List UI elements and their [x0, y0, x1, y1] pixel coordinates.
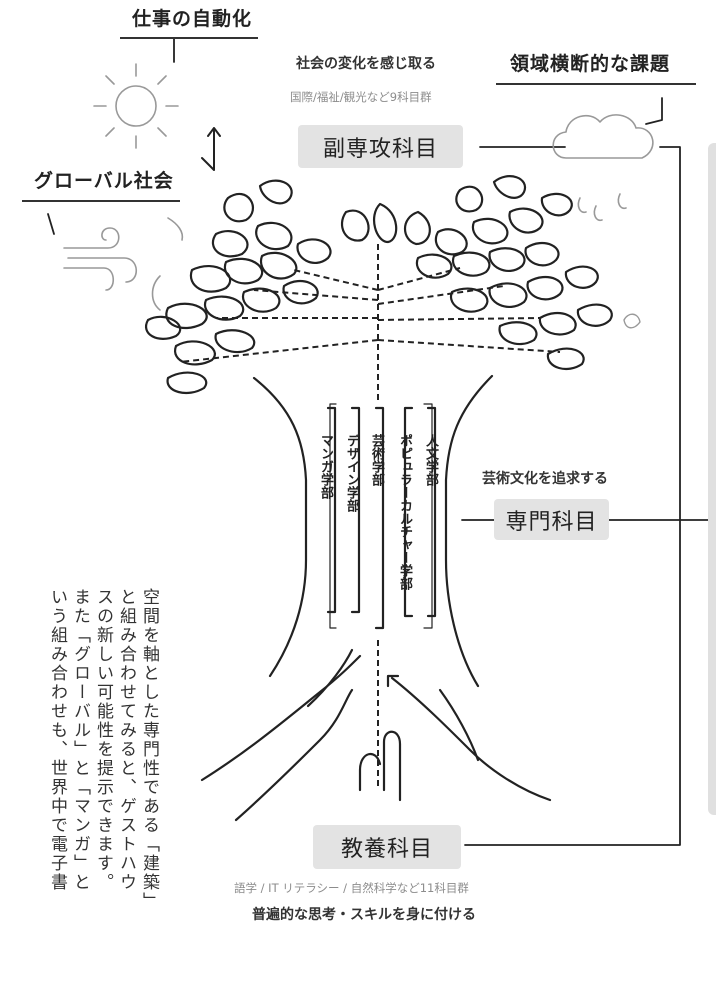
automation-label: 仕事の自動化 [132, 8, 253, 30]
leaf [508, 207, 544, 234]
minor-caption: 社会の変化を感じ取る [296, 56, 436, 72]
branch [377, 317, 541, 321]
leaf [214, 329, 256, 354]
bracket-manga [326, 406, 337, 614]
leaf [449, 287, 489, 313]
leaf [546, 347, 585, 371]
liberal-subject-box: 教養科目 [313, 825, 461, 869]
leaf [166, 371, 208, 395]
leaf [241, 287, 281, 313]
branch [179, 339, 379, 363]
leaf [145, 315, 182, 340]
branch [377, 267, 461, 291]
leaf [538, 312, 577, 336]
leaf [524, 242, 560, 267]
rain-drop-icon [623, 313, 641, 329]
major-subject-label: 専門科目 [505, 509, 598, 535]
root-j [382, 730, 402, 802]
growth-arrow [201, 127, 221, 171]
leaf [203, 295, 245, 321]
faculty-pop-culture: ポピュラーカルチャー学部 [397, 434, 412, 590]
leaf [223, 192, 254, 223]
branch [253, 289, 379, 301]
cloud-icon [552, 114, 654, 222]
bracket-geijutsu [374, 406, 385, 630]
root-hook [358, 753, 382, 792]
root-left-2 [234, 688, 354, 822]
branch [377, 339, 561, 353]
leaf [492, 175, 527, 199]
leaf [540, 192, 573, 217]
leaf [403, 210, 431, 246]
leaf [258, 179, 293, 205]
pointer-global [47, 213, 55, 235]
global-society-label: グローバル社会 [34, 170, 174, 192]
trunk-right [444, 374, 494, 688]
root-curl-left [306, 648, 354, 708]
leaf [296, 238, 332, 264]
bracket-outer [329, 403, 433, 629]
leaf [471, 217, 509, 245]
faculty-jinbun: 人文学部 [423, 434, 438, 486]
leaf [415, 253, 453, 279]
faculty-design: デザイン学部 [344, 434, 359, 512]
root-right-3 [386, 674, 400, 688]
leaf [259, 251, 298, 280]
cross-domain-underline [496, 83, 696, 85]
sun-icon [93, 63, 179, 149]
cross-domain-label: 領域横断的な課題 [510, 53, 671, 75]
leaf [455, 185, 484, 213]
leaf [451, 251, 491, 277]
liberal-subject-label: 教養科目 [340, 837, 433, 862]
trunk-left [252, 376, 308, 678]
faculty-geijutsu: 芸術学部 [369, 434, 384, 486]
leaf [488, 282, 528, 308]
leaf [340, 209, 370, 242]
bracket-design [350, 406, 361, 614]
bracket-pop [403, 406, 414, 618]
leaf [372, 202, 398, 244]
minor-detail: 国際/福祉/観光など9科目群 [290, 90, 432, 104]
branch [293, 269, 379, 291]
branch [377, 285, 505, 305]
minor-subject-label: 副専攻科目 [322, 136, 438, 162]
leaf [173, 340, 216, 366]
leaf [255, 221, 293, 251]
root-left [200, 654, 362, 782]
leaf [282, 280, 319, 305]
root-right-2 [438, 688, 480, 762]
automation-underline [120, 37, 258, 39]
major-caption: 芸術文化を追求する [482, 471, 608, 487]
global-society-underline [22, 200, 180, 202]
root-right-1 [390, 676, 552, 802]
leaf [434, 228, 468, 256]
leaf [211, 230, 249, 258]
leaf [189, 264, 232, 293]
liberal-detail: 語学 / IT リテラシー / 自然科学など11科目群 [234, 881, 469, 895]
connector-minor-right [464, 146, 681, 846]
leaf [165, 302, 208, 329]
minor-subject-box: 副専攻科目 [298, 125, 463, 168]
liberal-caption: 普遍的な思考・スキルを身に付ける [252, 907, 476, 923]
faculty-manga: マンガ学部 [318, 434, 333, 499]
leaf [526, 276, 564, 301]
side-panel [708, 143, 716, 815]
leaf [564, 265, 599, 289]
major-subject-box: 専門科目 [494, 499, 609, 540]
leaf [223, 257, 264, 285]
leaf [488, 247, 526, 272]
tree-diagram [47, 37, 716, 846]
pointer-cloud [645, 97, 663, 125]
leaf [498, 321, 538, 346]
leaf [576, 303, 613, 327]
wind-icon [63, 217, 184, 311]
body-paragraph: 空間を軸とした専門性である「建築」 と組み合わせてみると、ゲストハウ スの新しい… [47, 588, 159, 911]
